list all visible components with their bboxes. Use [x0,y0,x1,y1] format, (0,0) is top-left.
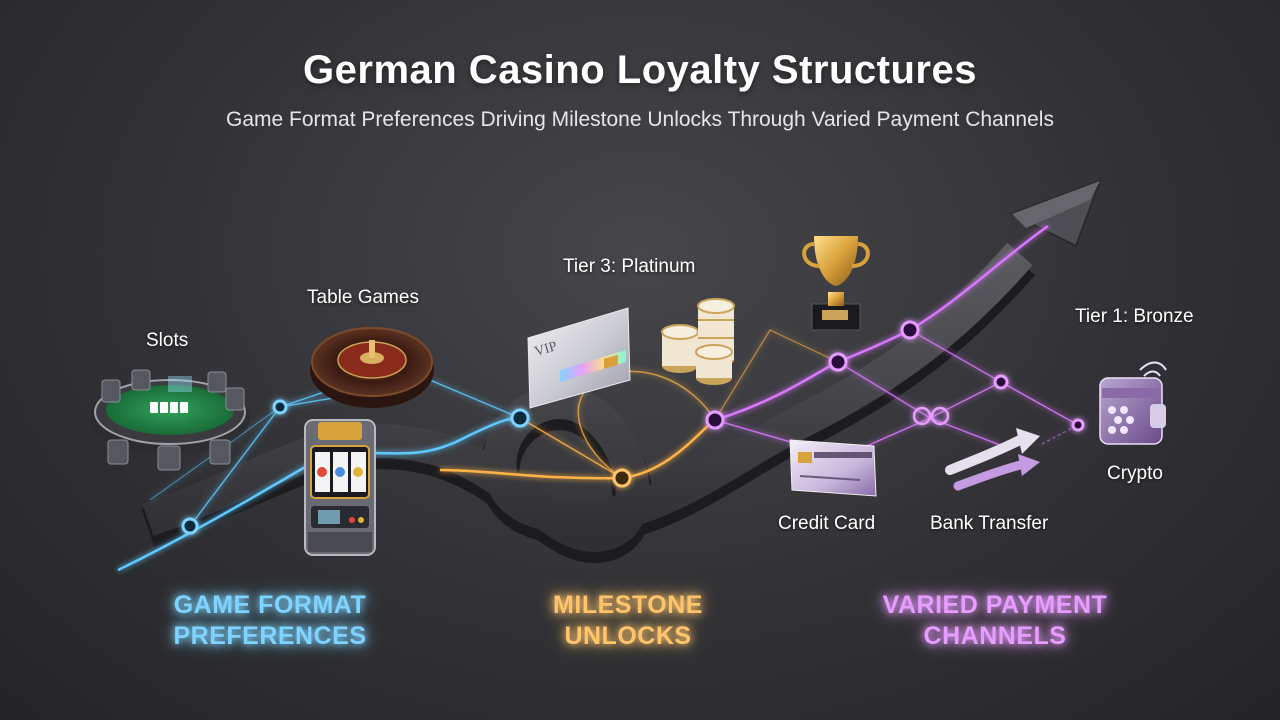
stage-varied-payment-channels: VARIED PAYMENT CHANNELS [860,590,1130,652]
stage-payment-line2: CHANNELS [923,622,1067,650]
node-game-start [181,517,199,535]
label-crypto: Crypto [1107,463,1163,484]
node-milestone [612,468,632,488]
page-title: German Casino Loyalty Structures [303,48,977,92]
label-bank-transfer: Bank Transfer [930,513,1049,534]
node-game-end [510,408,530,428]
roulette-wheel-icon [310,327,434,408]
stage-milestone-line2: UNLOCKS [564,622,692,650]
vip-card-icon: VIP [527,307,631,409]
node-payment-1 [705,410,725,430]
credit-card-icon [789,439,877,497]
crypto-wallet-icon [1099,361,1167,445]
node-payment-3 [900,320,920,340]
link-chain-icon [912,406,950,426]
stage-game-format-preferences: GAME FORMAT PREFERENCES [140,590,400,652]
label-tier1-bronze: Tier 1: Bronze [1075,306,1194,327]
label-tier3-platinum: Tier 3: Platinum [563,256,696,277]
poker-table-icon [90,369,250,471]
node-game-mid [272,399,288,415]
arrow-head-icon [1009,179,1102,248]
road-path [141,242,1035,564]
stage-game-line2: PREFERENCES [173,622,367,650]
page-subtitle: Game Format Preferences Driving Mileston… [226,108,1054,131]
trophy-icon [802,236,870,331]
vip-card-text: VIP [533,339,559,360]
bank-transfer-arrows-icon [945,428,1040,491]
chip-stack-icon [661,298,735,385]
node-payment-4 [993,374,1009,390]
node-payment-5 [1071,418,1085,432]
label-slots: Slots [146,330,189,351]
stage-payment-line1: VARIED PAYMENT [882,591,1108,619]
node-payment-2 [828,352,848,372]
flow-nodes [181,320,1085,535]
stage-milestone-unlocks: MILESTONE UNLOCKS [518,590,738,652]
label-table-games: Table Games [307,287,419,308]
stage-game-line1: GAME FORMAT [173,591,367,619]
slot-machine-icon [304,419,376,556]
label-credit-card: Credit Card [778,513,876,534]
stage-milestone-line1: MILESTONE [553,591,703,619]
